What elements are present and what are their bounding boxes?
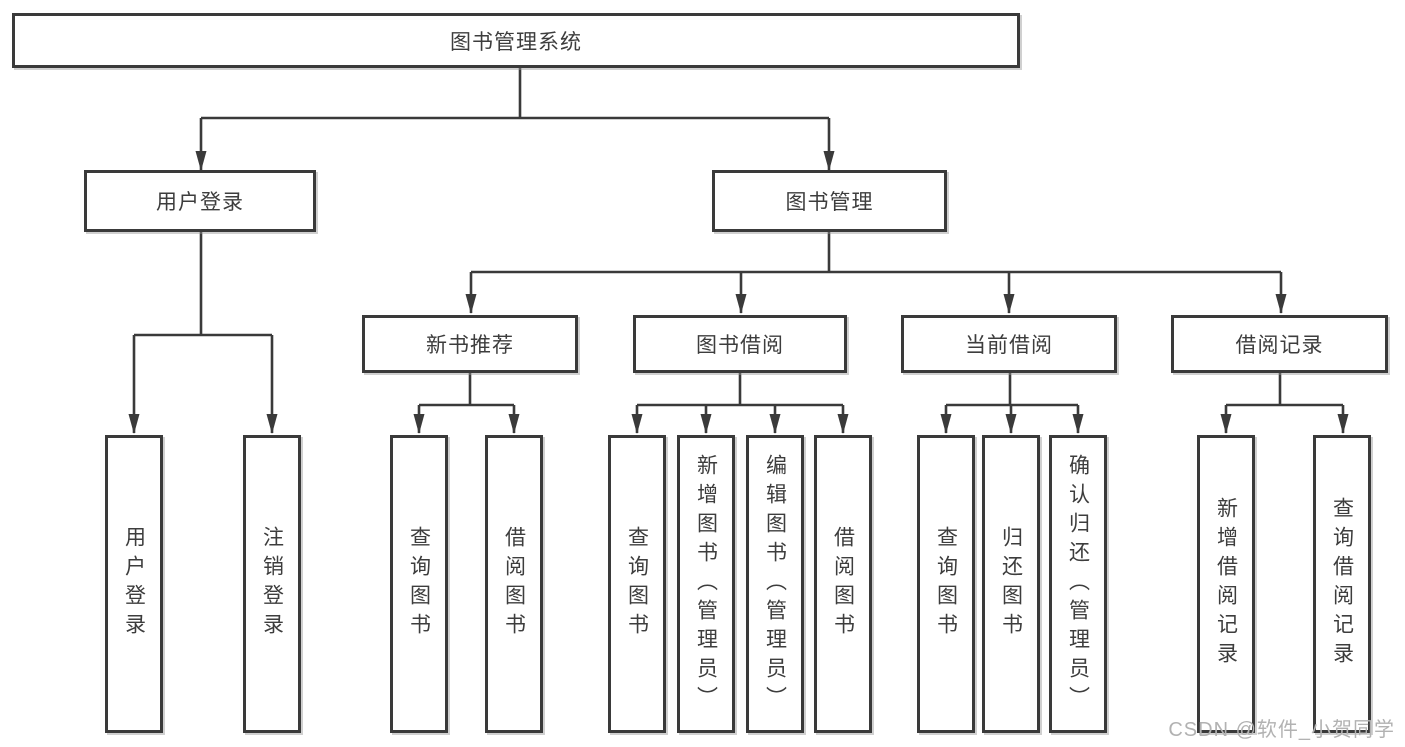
node-book-management: 图书管理 bbox=[712, 170, 947, 232]
node-current-borrow: 当前借阅 bbox=[901, 315, 1117, 373]
node-label: 用户登录 bbox=[156, 191, 244, 214]
leaf-return-books: 归还图书 bbox=[982, 435, 1040, 733]
node-label: 查询借阅记录 bbox=[1330, 497, 1354, 671]
leaf-confirm-return-admin: 确认归还（管理员） bbox=[1049, 435, 1107, 733]
node-label: 归还图书 bbox=[999, 526, 1023, 642]
node-label: 注销登录 bbox=[260, 526, 284, 642]
node-label: 借阅图书 bbox=[502, 526, 526, 642]
leaf-add-borrow-record: 新增借阅记录 bbox=[1197, 435, 1255, 733]
node-label: 借阅图书 bbox=[831, 526, 855, 642]
node-user-login: 用户登录 bbox=[84, 170, 316, 232]
leaf-borrow-books: 借阅图书 bbox=[814, 435, 872, 733]
leaf-borrow-books-recommend: 借阅图书 bbox=[485, 435, 543, 733]
node-new-book-recommend: 新书推荐 bbox=[362, 315, 578, 373]
node-label: 新增图书（管理员） bbox=[694, 453, 718, 715]
node-label: 编辑图书（管理员） bbox=[763, 453, 787, 715]
node-label: 借阅记录 bbox=[1235, 334, 1324, 357]
leaf-query-books-recommend: 查询图书 bbox=[390, 435, 448, 733]
leaf-add-books-admin: 新增图书（管理员） bbox=[677, 435, 735, 733]
node-label: 新书推荐 bbox=[426, 334, 514, 357]
leaf-query-books-borrow: 查询图书 bbox=[608, 435, 666, 733]
node-book-borrow: 图书借阅 bbox=[633, 315, 847, 373]
node-label: 用户登录 bbox=[122, 526, 146, 642]
leaf-user-login: 用户登录 bbox=[105, 435, 163, 733]
leaf-logout: 注销登录 bbox=[243, 435, 301, 733]
node-label: 查询图书 bbox=[934, 526, 958, 642]
node-borrow-records: 借阅记录 bbox=[1171, 315, 1388, 373]
node-label: 图书借阅 bbox=[696, 334, 784, 357]
node-label: 确认归还（管理员） bbox=[1066, 453, 1090, 715]
node-library-system: 图书管理系统 bbox=[12, 13, 1020, 68]
node-label: 图书管理系统 bbox=[450, 30, 582, 54]
node-label: 图书管理 bbox=[785, 191, 874, 214]
leaf-query-books-current: 查询图书 bbox=[917, 435, 975, 733]
node-label: 新增借阅记录 bbox=[1214, 497, 1238, 671]
node-label: 查询图书 bbox=[407, 526, 431, 642]
watermark: CSDN @软件_小贺同学 bbox=[1168, 719, 1395, 741]
node-label: 查询图书 bbox=[625, 526, 649, 642]
leaf-edit-books-admin: 编辑图书（管理员） bbox=[746, 435, 804, 733]
node-label: 当前借阅 bbox=[965, 334, 1053, 357]
leaf-query-borrow-record: 查询借阅记录 bbox=[1313, 435, 1371, 733]
